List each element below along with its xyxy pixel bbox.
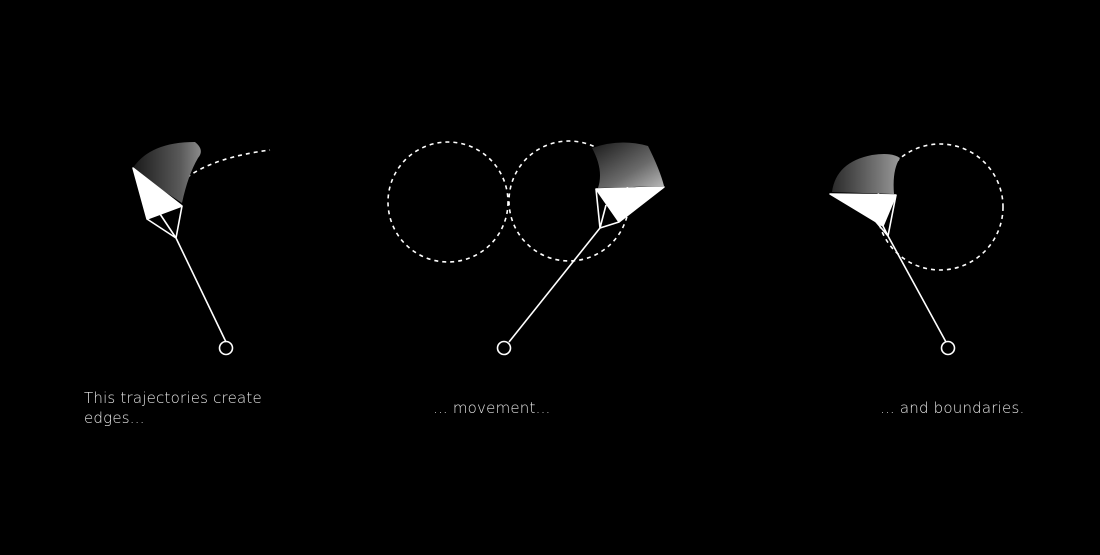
caption-movement: ... movement...: [433, 399, 551, 417]
caption-edges: This trajectories create edges...: [84, 388, 284, 428]
kite-sail: [595, 186, 665, 223]
caption-edges-line2: edges...: [84, 409, 145, 427]
kite-sail: [829, 193, 897, 227]
anchor-point: [218, 340, 234, 356]
kite-tether: [887, 235, 947, 343]
panel-edges: [132, 142, 271, 356]
kite-tether: [175, 237, 227, 343]
anchor-point: [496, 340, 512, 356]
caption-edges-line1: This trajectories create: [84, 389, 262, 407]
panel-boundaries: [829, 143, 1004, 356]
kite-bridle: [595, 188, 620, 229]
kite-bridle: [865, 194, 897, 237]
anchor-point: [940, 340, 956, 356]
caption-boundaries: ... and boundaries.: [880, 399, 1025, 417]
kite-sail-trail: [832, 154, 900, 194]
kite-sail-trail: [133, 142, 201, 203]
trajectory-circle-left: [387, 141, 509, 263]
kite-sail-trail: [592, 142, 664, 188]
trajectory-circle: [876, 143, 1004, 271]
kite-sail: [132, 167, 183, 220]
kite-tether: [508, 227, 601, 343]
panel-movement: [387, 140, 665, 356]
kite-bridle: [146, 205, 183, 239]
